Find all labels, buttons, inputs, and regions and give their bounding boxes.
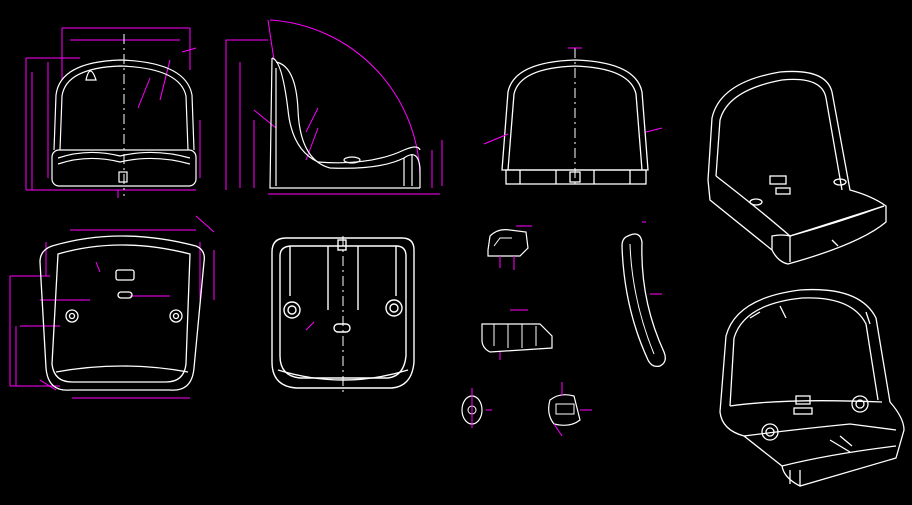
front-view-outline [51, 59, 197, 187]
detail-boss-a [461, 388, 492, 428]
detail-boss-b-dimensions [553, 382, 592, 437]
detail-clip [487, 225, 532, 270]
side-view [225, 19, 443, 195]
iso-view-top [707, 70, 887, 265]
detail-boss-b [548, 382, 592, 437]
top-view-dimensions [9, 215, 215, 399]
detail-clip-dimensions [499, 225, 532, 270]
iso-view-bottom [719, 288, 905, 487]
side-view-outline [269, 57, 421, 189]
top-view [9, 215, 215, 399]
front-view [25, 27, 201, 198]
rear-view [483, 47, 663, 188]
detail-rib-dimensions [499, 309, 528, 360]
rear-view-dimensions [483, 47, 663, 145]
section-profile-dimensions [642, 221, 662, 295]
section-profile [621, 221, 666, 368]
detail-rib [481, 309, 553, 360]
front-view-dimensions [25, 27, 201, 198]
rear-view-outline [501, 59, 649, 185]
bottom-view [271, 236, 415, 392]
top-view-outline [39, 235, 205, 391]
